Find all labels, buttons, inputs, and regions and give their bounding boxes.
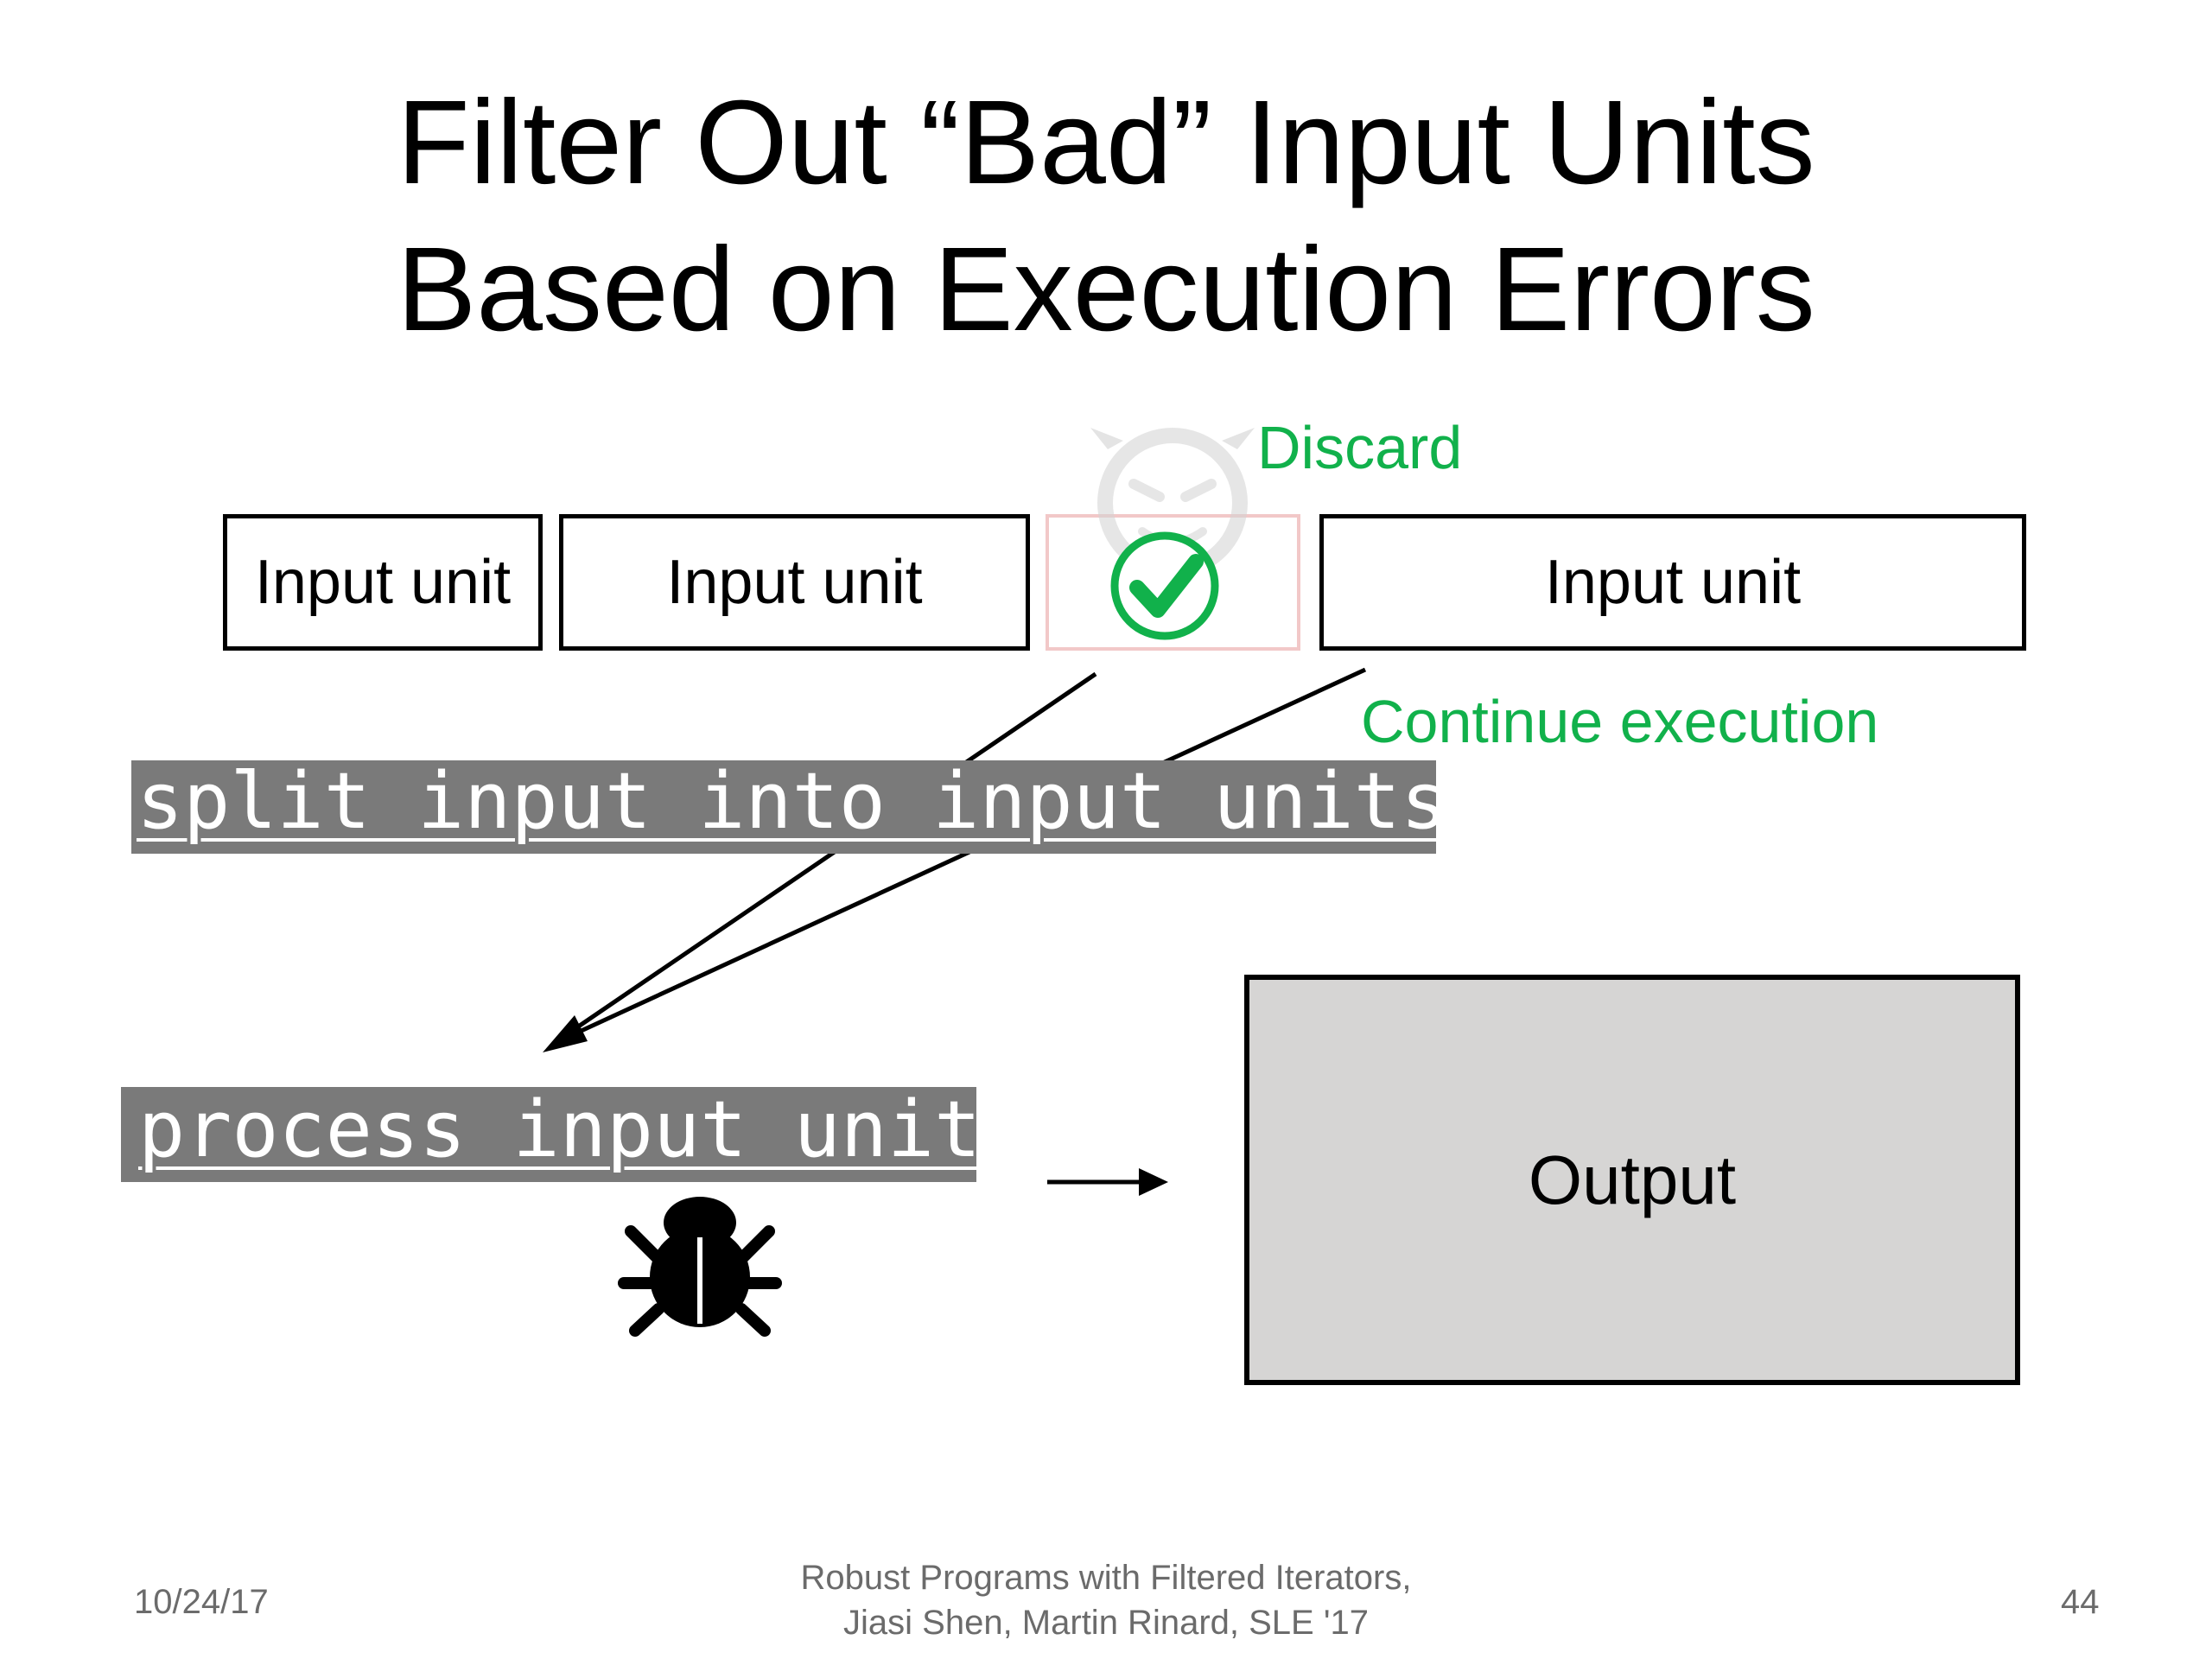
input-unit-label: Input unit [666,548,923,617]
bug-icon [618,1197,782,1337]
footer-citation-line1: Robust Programs with Filtered Iterators, [800,1559,1412,1597]
footer-date: 10/24/17 [134,1583,269,1621]
input-unit-box-1: Input unit [223,514,543,651]
process-code-block: process input unit [121,1087,981,1182]
page-number: 44 [2061,1583,2100,1621]
input-unit-label: Input unit [254,548,512,617]
process-to-output-arrowhead [1139,1168,1168,1196]
discard-label: Discard [1257,414,1463,481]
flow-arrowhead [543,1015,588,1052]
footer-citation: Robust Programs with Filtered Iterators,… [674,1555,1538,1645]
output-box: Output [1244,975,2020,1385]
input-unit-label: Input unit [1544,548,1802,617]
slide-title-line1: Filter Out “Bad” Input Units [397,76,1815,209]
checkmark-icon [1110,531,1219,640]
continue-execution-label: Continue execution [1361,688,1879,755]
flow-arrow-1 [551,671,1097,1046]
flow-arrow-2 [551,667,1367,1046]
footer-citation-line2: Jiasi Shen, Martin Rinard, SLE '17 [843,1604,1369,1642]
slide-title: Filter Out “Bad” Input Units Based on Ex… [0,69,2212,363]
input-unit-box-3: Input unit [1319,514,2026,651]
slide-title-line2: Based on Execution Errors [397,223,1815,356]
output-label: Output [1528,1141,1737,1218]
split-code-block: split input into input units [131,760,1447,854]
input-unit-box-2: Input unit [559,514,1030,651]
